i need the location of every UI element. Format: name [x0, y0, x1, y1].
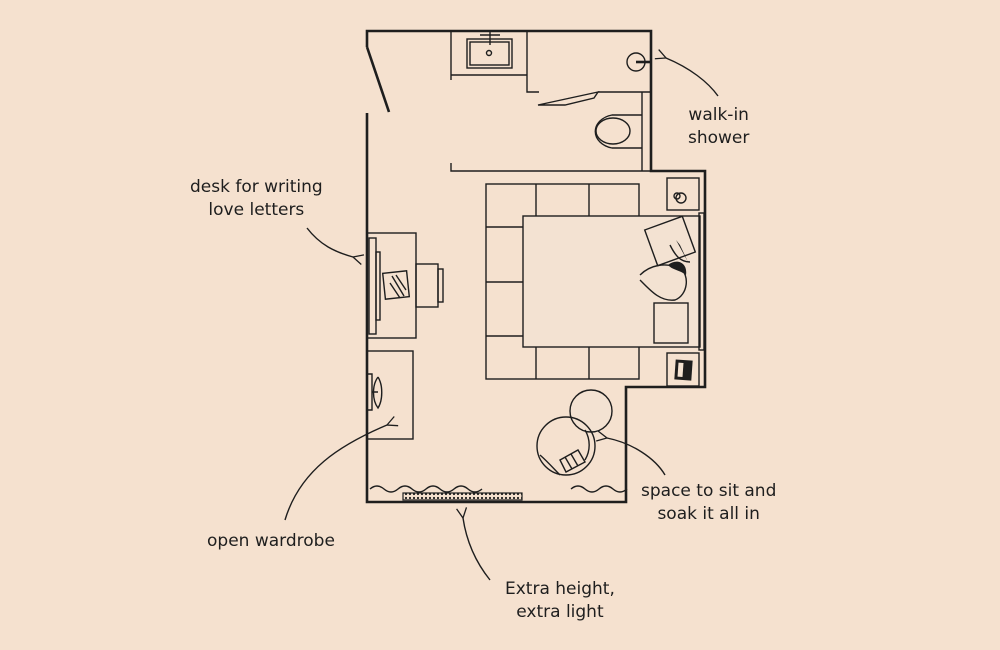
label-line: open wardrobe [207, 531, 335, 551]
label-line: Extra height, [505, 579, 615, 599]
monitor [368, 237, 377, 335]
nightstand [666, 352, 700, 387]
laptop [381, 270, 411, 300]
wardrobe-arrow [284, 425, 387, 521]
label-wardrobe: open wardrobe [207, 530, 335, 553]
entry-door [365, 46, 391, 113]
label-line: shower [688, 128, 750, 148]
nightstand [666, 177, 700, 211]
label-line: desk for writing [190, 177, 323, 197]
window [402, 492, 523, 501]
curtain [570, 485, 628, 493]
desk [366, 232, 444, 339]
label-line: love letters [208, 200, 305, 220]
seating [536, 389, 613, 476]
window-arrow [463, 518, 491, 581]
label-window: Extra height, extra light [505, 578, 615, 624]
label-desk: desk for writing love letters [190, 176, 323, 222]
shower-glass-door [537, 90, 600, 106]
label-line: walk-in [688, 105, 749, 125]
side-table [569, 389, 613, 433]
sleeping-person [639, 244, 691, 301]
bed-area [485, 177, 705, 387]
seating-arrow [607, 438, 666, 476]
desk-chair [415, 263, 439, 308]
wardrobe [366, 350, 414, 440]
label-line: soak it all in [657, 504, 760, 524]
label-line: extra light [516, 602, 604, 622]
curtain [369, 485, 483, 493]
shower-arrow [666, 58, 719, 97]
outer-wall [365, 29, 707, 504]
bathroom [450, 31, 651, 172]
label-line: space to sit and [641, 481, 777, 501]
armchair [536, 416, 596, 476]
desk-arrow [306, 227, 353, 257]
label-shower: walk-in shower [688, 104, 749, 150]
label-seating: space to sit and soak it all in [641, 480, 776, 526]
